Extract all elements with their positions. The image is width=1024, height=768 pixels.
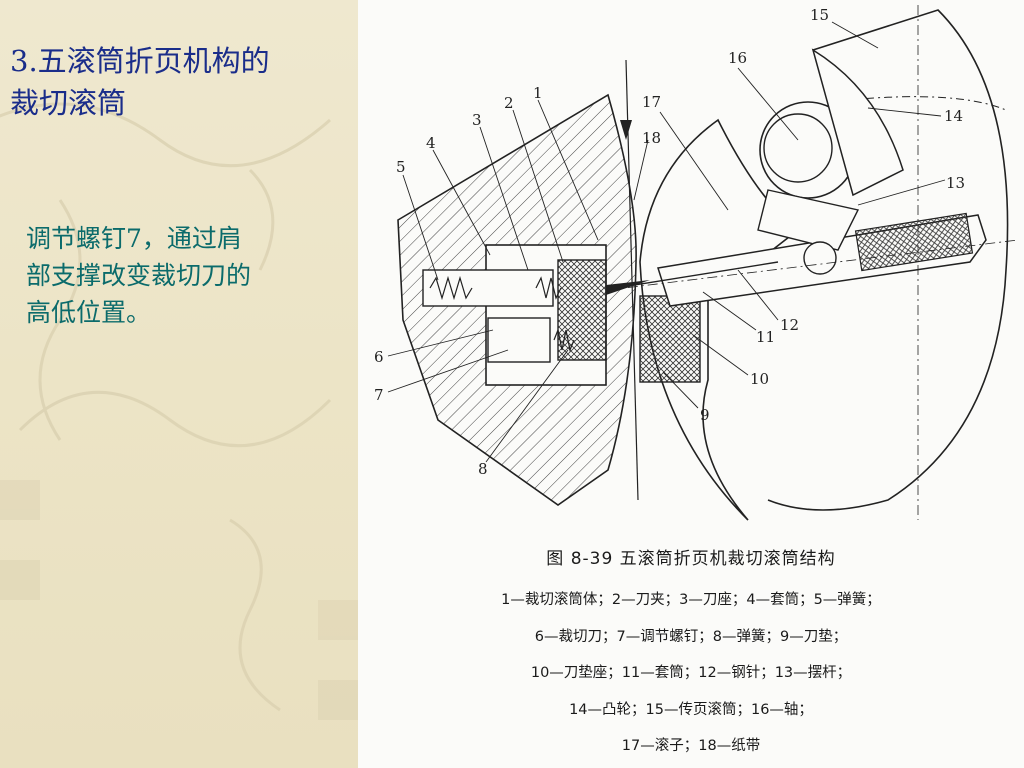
steel-needle <box>615 261 779 289</box>
folding-cylinder-outline <box>767 9 1009 511</box>
label-7: 7 <box>374 386 384 404</box>
spring-sleeve <box>422 269 554 307</box>
spring-8 <box>553 327 575 353</box>
slide-title-line-2: 裁切滚筒 <box>10 86 127 120</box>
adjusting-screw <box>487 317 551 363</box>
body-line-3: 高低位置。 <box>26 298 152 327</box>
figure-legend-line-4: 14—凸轮；15—传页滚筒；16—轴； <box>569 702 813 718</box>
label-1: 1 <box>533 84 543 102</box>
label-17: 17 <box>642 93 661 111</box>
knife-pad-seat <box>639 295 701 383</box>
label-13: 13 <box>946 174 965 192</box>
spring-5b <box>535 276 562 300</box>
label-14: 14 <box>944 107 963 125</box>
label-9: 9 <box>700 406 710 424</box>
label-15: 15 <box>810 6 829 24</box>
label-8: 8 <box>478 460 488 478</box>
label-16: 16 <box>728 49 747 67</box>
label-11: 11 <box>756 328 775 346</box>
roller <box>803 241 837 275</box>
label-5: 5 <box>396 158 406 176</box>
figure-legend-line-5: 17—滚子；18—纸带 <box>621 738 761 754</box>
transfer-cylinder-segment <box>811 48 904 197</box>
figure-legend-line-3: 10—刀垫座；11—套筒；12—钢针；13—摆杆； <box>530 665 852 681</box>
label-6: 6 <box>374 348 384 366</box>
knife-seat <box>557 259 607 361</box>
spring-5 <box>429 275 473 301</box>
center-line-horizontal <box>607 239 1019 291</box>
cutting-cylinder-diagram: 1 2 3 4 5 6 7 8 9 10 11 12 13 14 15 16 1… <box>374 5 1019 521</box>
label-12: 12 <box>780 316 799 334</box>
label-18: 18 <box>642 129 661 147</box>
paper-web-arrow <box>620 120 632 140</box>
slide-body-text: 调节螺钉7，通过肩 部支撑改变裁切刀的 高低位置。 <box>26 220 346 331</box>
cylinder-arc-dashed <box>847 96 1007 111</box>
left-text-panel: 3.五滚筒折页机构的 裁切滚筒 调节螺钉7，通过肩 部支撑改变裁切刀的 高低位置… <box>0 0 358 768</box>
shaft <box>763 113 833 183</box>
figure-legend-line-2: 6—裁切刀；7—调节螺钉；8—弹簧；9—刀垫； <box>534 629 848 645</box>
label-3: 3 <box>472 111 482 129</box>
figure-panel: 1 2 3 4 5 6 7 8 9 10 11 12 13 14 15 16 1… <box>358 0 1024 768</box>
figure-caption: 图 8-39 五滚筒折页机裁切滚筒结构 <box>546 549 836 569</box>
knife-pad-cylinder <box>639 118 800 521</box>
figure-legend-line-1: 1—裁切滚筒体；2—刀夹；3—刀座；4—套筒；5—弹簧； <box>501 592 881 608</box>
label-2: 2 <box>504 94 514 112</box>
leader-lines <box>387 21 946 463</box>
needle-sleeve-end <box>854 212 974 272</box>
slide-title: 3.五滚筒折页机构的 裁切滚筒 <box>10 40 358 124</box>
label-10: 10 <box>750 370 769 388</box>
body-line-1: 调节螺钉7，通过肩 <box>26 224 242 253</box>
decorative-background-pattern <box>0 102 358 720</box>
slide-title-line-1: 3.五滚筒折页机构的 <box>10 44 270 78</box>
label-4: 4 <box>426 134 436 152</box>
body-line-2: 部支撑改变裁切刀的 <box>26 261 252 290</box>
rocker-arm <box>757 189 860 251</box>
